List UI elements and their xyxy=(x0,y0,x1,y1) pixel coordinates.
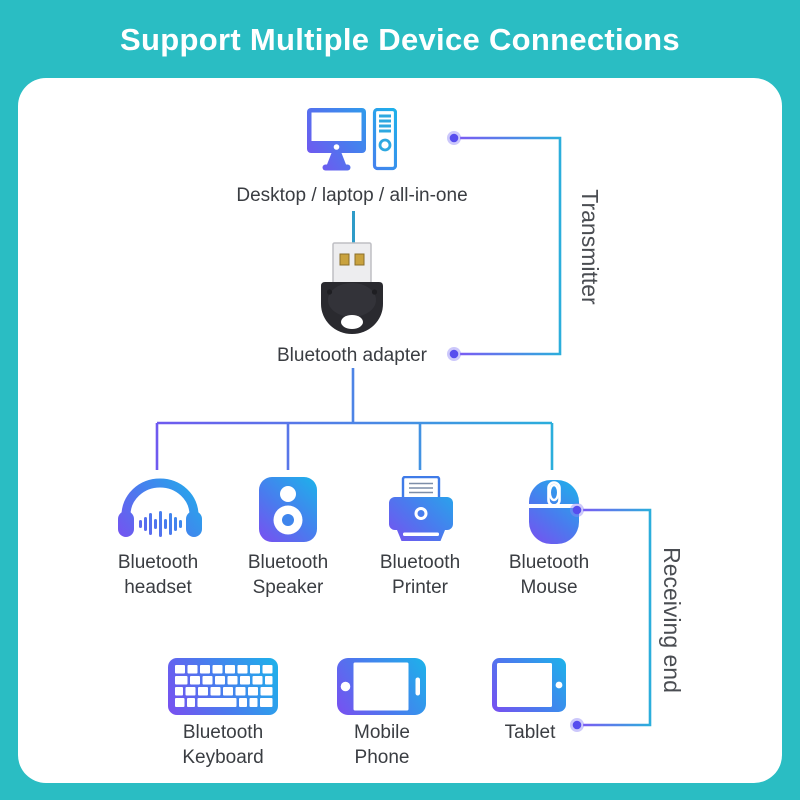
bluetooth-speaker-icon xyxy=(259,477,317,542)
bluetooth-printer-icon xyxy=(389,476,453,541)
bluetooth-keyboard-label: Bluetooth Keyboard xyxy=(182,722,264,768)
bluetooth-adapter-image xyxy=(321,242,383,334)
transmitter-section-label: Transmitter xyxy=(577,189,603,305)
desktop-to-adapter-connector xyxy=(352,211,355,243)
mobile-phone-label: Mobile Phone xyxy=(354,722,410,768)
adapter-label: Bluetooth adapter xyxy=(276,345,427,366)
bluetooth-headset-icon xyxy=(118,478,202,537)
bluetooth-speaker-label: Bluetooth Speaker xyxy=(247,552,329,598)
bluetooth-printer-label: Bluetooth Printer xyxy=(379,552,461,598)
tablet-label: Tablet xyxy=(504,722,556,743)
mobile-phone-icon xyxy=(337,658,426,715)
bluetooth-keyboard-icon xyxy=(168,658,278,715)
tablet-icon xyxy=(492,658,566,712)
bluetooth-mouse-label: Bluetooth Mouse xyxy=(508,552,590,598)
desktop-computer-icon xyxy=(307,108,397,171)
receiving-bracket xyxy=(570,503,652,732)
page-title: Support Multiple Device Connections xyxy=(120,22,680,57)
transmitter-bracket xyxy=(447,131,562,361)
connection-tree xyxy=(155,368,554,470)
bluetooth-mouse-icon xyxy=(529,480,579,544)
receiving-section-label: Receiving end xyxy=(659,547,685,693)
desktop-label: Desktop / laptop / all-in-one xyxy=(236,185,468,206)
bluetooth-headset-label: Bluetooth headset xyxy=(117,552,199,598)
